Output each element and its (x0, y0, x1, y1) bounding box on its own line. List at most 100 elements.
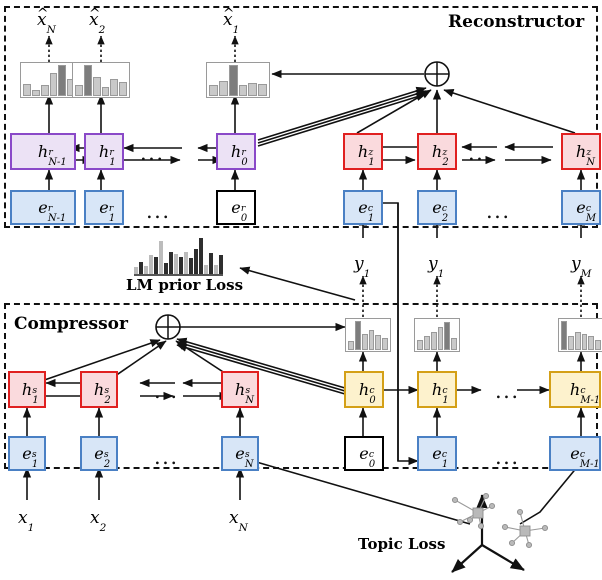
chart-bar (354, 321, 361, 350)
chart-bar (144, 266, 148, 274)
chart-bar (31, 89, 40, 96)
ellipsis-h-z-row: ... (468, 141, 493, 165)
chart-bar (423, 336, 430, 350)
chart-bar (58, 65, 67, 96)
chart-bar (209, 85, 218, 96)
chart-bar (375, 334, 382, 350)
ellipsis-e-c-compressor-row: ... (495, 445, 520, 469)
compressor-title: Compressor (14, 314, 128, 334)
chart-bar (194, 248, 198, 274)
chart-bar (199, 238, 203, 274)
chart-bar (149, 255, 153, 274)
chart-bar (83, 65, 92, 96)
chart-bar (574, 332, 581, 350)
chart-xhat-N-distribution (20, 62, 78, 98)
ellipsis-h-s-row: ... (154, 379, 179, 403)
hat-accent: ^ (37, 5, 49, 22)
ellipsis-h-c-row: ... (495, 379, 520, 403)
chart-bar (581, 333, 588, 350)
chart-bar (437, 327, 444, 350)
topic-loss-label: Topic Loss (358, 535, 446, 553)
lm-prior-loss-label: LM prior Loss (126, 276, 244, 294)
chart-bar (588, 335, 595, 350)
chart-bar (248, 82, 258, 96)
chart-bar (134, 266, 138, 274)
chart-bar (451, 338, 457, 350)
reconstructor-title: Reconstructor (448, 12, 585, 32)
ellipsis-e-r-row: ... (146, 199, 171, 223)
chart-xhat-1-distribution (206, 62, 270, 98)
chart-bar (219, 255, 223, 274)
chart-bar (348, 340, 354, 350)
input-label-x-1: x1 (18, 508, 35, 534)
chart-bar (159, 240, 163, 274)
chart-bar (40, 85, 49, 96)
chart-y-1-mid-distribution (414, 318, 460, 352)
chart-bar (139, 261, 143, 274)
chart-bar (228, 65, 238, 96)
label-y-M: yM (571, 254, 592, 280)
chart-bar (561, 321, 567, 350)
output-label-x-hat-2: ^ x2 (89, 5, 106, 36)
chart-bar (258, 83, 267, 96)
chart-bar (23, 84, 31, 96)
chart-bar (75, 85, 83, 96)
chart-bar (382, 338, 388, 350)
chart-bar (154, 257, 158, 274)
chart-bar (49, 73, 58, 96)
chart-bar (101, 86, 110, 96)
chart-bar (209, 253, 213, 274)
chart-bar (444, 322, 451, 350)
chart-bar (430, 332, 437, 350)
chart-bar (361, 334, 368, 350)
output-label-x-hat-1: ^ x1 (223, 5, 240, 36)
chart-bar (164, 263, 168, 274)
ellipsis-e-c-row: ... (486, 199, 511, 223)
chart-bar (184, 251, 188, 274)
chart-bar (214, 265, 218, 274)
chart-bar (169, 251, 173, 274)
chart-bar (179, 257, 183, 274)
chart-bar (110, 79, 119, 96)
ellipsis-h-r-row: ... (140, 141, 165, 165)
input-label-x-N: xN (229, 508, 248, 534)
chart-bar (92, 76, 101, 96)
chart-bar (567, 336, 574, 350)
hat-accent: ^ (89, 5, 101, 22)
chart-xhat-2-distribution (72, 62, 130, 98)
chart-bar (189, 258, 193, 274)
input-label-x-2: x2 (90, 508, 107, 534)
output-label-x-hat-N: ^ xN (37, 5, 56, 36)
hat-accent: ^ (223, 5, 235, 22)
chart-y-1-left-distribution (345, 318, 391, 352)
chart-bar (368, 329, 375, 350)
label-y-1-mid: y1 (428, 254, 445, 280)
reconstructor-panel (4, 6, 598, 228)
chart-bar (204, 264, 208, 274)
